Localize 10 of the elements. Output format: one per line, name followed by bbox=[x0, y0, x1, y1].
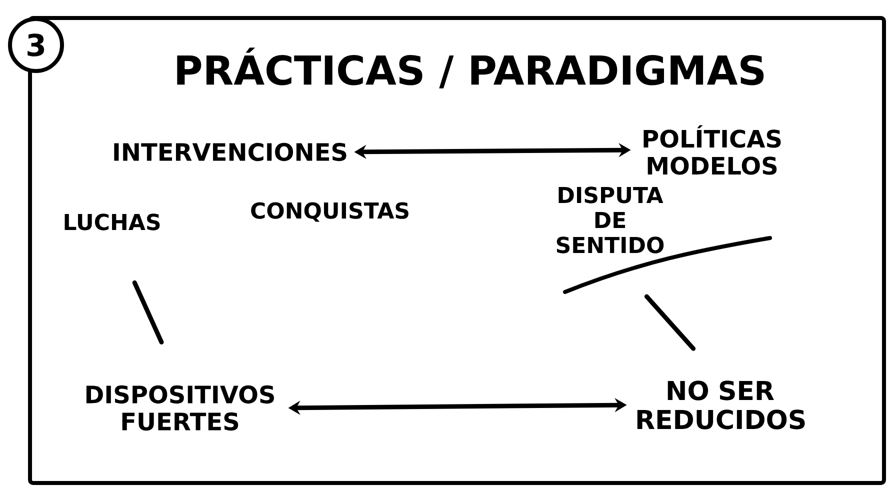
connector-line bbox=[132, 280, 164, 344]
text-label: LUCHAS bbox=[64, 214, 160, 230]
connector-line bbox=[644, 294, 696, 351]
text-label: POLÍTICAS MODELOS bbox=[644, 125, 781, 175]
text-label: INTERVENCIONES bbox=[114, 142, 346, 162]
text-label: NO SER REDUCIDOS bbox=[637, 380, 805, 430]
text-label: DISPOSITIVOS FUERTES bbox=[86, 385, 274, 431]
title: PRÁCTICAS / PARADIGMAS bbox=[177, 48, 764, 88]
text-label: DISPUTA DE SENTIDO bbox=[556, 186, 664, 254]
text-label: CONQUISTAS bbox=[251, 202, 408, 222]
